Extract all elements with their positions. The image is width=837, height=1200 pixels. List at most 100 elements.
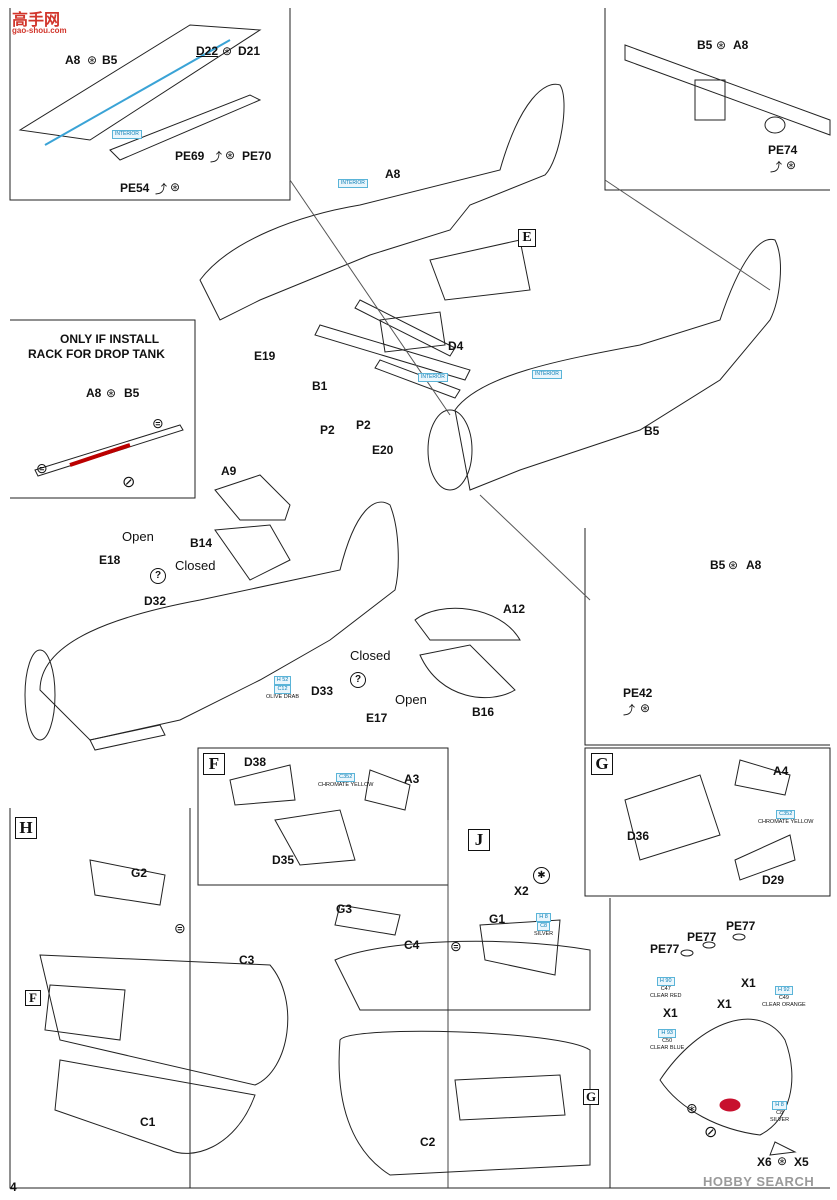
label-b16: B16 <box>472 705 495 719</box>
bend-icon: ⤴ <box>155 182 168 196</box>
bend-icon: ⤴ <box>623 703 636 717</box>
step-tag-h: H <box>15 817 37 839</box>
color-clear-blue: H 93 C50 CLEAR BLUE <box>650 1029 685 1051</box>
watermark-brand: 高手网 <box>12 12 61 29</box>
label-pe70: PE70 <box>242 149 272 163</box>
label-e19: E19 <box>254 349 276 363</box>
label-b5: B5 <box>710 558 726 572</box>
cement-icon: ⊛ <box>716 38 727 52</box>
label-closed-1: Closed <box>175 558 216 573</box>
cement-icon: ⊛ <box>222 44 233 58</box>
label-c3: C3 <box>239 953 255 967</box>
step-tag-g: G <box>591 753 613 775</box>
label-a8: A8 <box>86 386 102 400</box>
label-b5-main: B5 <box>644 424 660 438</box>
color-clear-red: H 90 C47 CLEAR RED <box>650 977 682 999</box>
label-open-1: Open <box>122 529 154 544</box>
label-pe77-c: PE77 <box>726 919 756 933</box>
color-chromate-yellow: C352 CHROMATE YELLOW <box>318 773 374 788</box>
label-b5: B5 <box>697 38 713 52</box>
label-e20: E20 <box>372 443 394 457</box>
interior-callout: INTERIOR <box>112 130 142 139</box>
drill-icon: ⊜ <box>450 938 462 954</box>
label-a8: A8 <box>733 38 749 52</box>
label-x1-a: X1 <box>741 976 756 990</box>
step-tag-f-ref: F <box>25 990 41 1006</box>
label-b5: B5 <box>124 386 140 400</box>
drop-tank-title-2: RACK FOR DROP TANK <box>28 347 165 361</box>
label-pe42: PE42 <box>623 686 653 700</box>
label-x1-b: X1 <box>663 1006 678 1020</box>
cement-icon: ⊛ <box>225 148 236 162</box>
cement-icon: ⊛ <box>728 558 739 572</box>
label-g3: G3 <box>336 902 353 916</box>
label-g1: G1 <box>489 912 506 926</box>
label-d21: D21 <box>238 44 261 58</box>
label-d38: D38 <box>244 755 267 769</box>
cement-icon: ⊛ <box>777 1154 788 1168</box>
color-olive-drab: H 52 C12 OLIVE DRAB <box>266 676 300 700</box>
label-e18: E18 <box>99 553 121 567</box>
label-pe69: PE69 <box>175 149 205 163</box>
label-pe77-a: PE77 <box>650 942 680 956</box>
option-icon: ? <box>150 568 166 584</box>
watermark-bottom: HOBBY SEARCH <box>703 1174 815 1189</box>
cement-icon: ⊛ <box>786 158 797 172</box>
page-number: 4 <box>10 1180 17 1194</box>
label-p2-a: P2 <box>320 423 335 437</box>
label-a4: A4 <box>773 764 789 778</box>
cement-icon: ⊛ <box>686 1100 698 1116</box>
label-d36: D36 <box>627 829 650 843</box>
label-x5: X5 <box>794 1155 809 1169</box>
label-a3: A3 <box>404 772 420 786</box>
label-open-2: Open <box>395 692 427 707</box>
label-g2: G2 <box>131 866 148 880</box>
drill-icon: ⊜ <box>152 415 164 431</box>
label-a8-main: A8 <box>385 167 401 181</box>
color-silver: H 8 C8 SILVER <box>534 913 554 937</box>
label-pe54: PE54 <box>120 181 150 195</box>
drill-icon: ⊜ <box>36 460 48 476</box>
star-icon: ✱ <box>533 867 550 884</box>
label-a9: A9 <box>221 464 237 478</box>
label-d32: D32 <box>144 594 167 608</box>
label-d29: D29 <box>762 873 785 887</box>
sand-icon: ⊘ <box>704 1124 718 1141</box>
label-b14: B14 <box>190 536 213 550</box>
bend-icon: ⤴ <box>770 160 783 174</box>
label-c4: C4 <box>404 938 420 952</box>
label-pe74: PE74 <box>768 143 798 157</box>
interior-callout: INTERIOR <box>418 373 448 382</box>
bend-icon: ⤴ <box>210 150 223 164</box>
cement-icon: ⊛ <box>170 180 181 194</box>
label-d22: D22 <box>196 44 219 58</box>
cement-icon: ⊛ <box>106 386 117 400</box>
watermark-url: gao-shou.com <box>12 26 67 35</box>
color-silver: H 8 C8 SILVER <box>770 1101 790 1123</box>
label-x1-c: X1 <box>717 997 732 1011</box>
drill-icon: ⊜ <box>174 920 186 936</box>
drop-tank-title-1: ONLY IF INSTALL <box>60 332 160 346</box>
interior-callout: INTERIOR <box>532 370 562 379</box>
label-x2: X2 <box>514 884 529 898</box>
label-e17: E17 <box>366 711 388 725</box>
option-icon: ? <box>350 672 366 688</box>
label-pe77-b: PE77 <box>687 930 717 944</box>
color-chromate-yellow: C352 CHROMATE YELLOW <box>758 810 814 825</box>
label-p2-b: P2 <box>356 418 371 432</box>
sand-icon: ⊘ <box>122 474 136 491</box>
label-b1: B1 <box>312 379 328 393</box>
label-x6: X6 <box>757 1155 772 1169</box>
watermark-top: 高手网 <box>12 6 60 30</box>
label-a8: A8 <box>746 558 762 572</box>
label-a8: A8 <box>65 53 81 67</box>
step-tag-e: E <box>518 229 536 247</box>
interior-callout: INTERIOR <box>338 179 368 188</box>
step-tag-g-ref: G <box>583 1089 599 1105</box>
label-c1: C1 <box>140 1115 156 1129</box>
cement-icon: ⊛ <box>87 53 98 67</box>
label-closed-2: Closed <box>350 648 391 663</box>
step-tag-j: J <box>468 829 490 851</box>
label-a12: A12 <box>503 602 526 616</box>
